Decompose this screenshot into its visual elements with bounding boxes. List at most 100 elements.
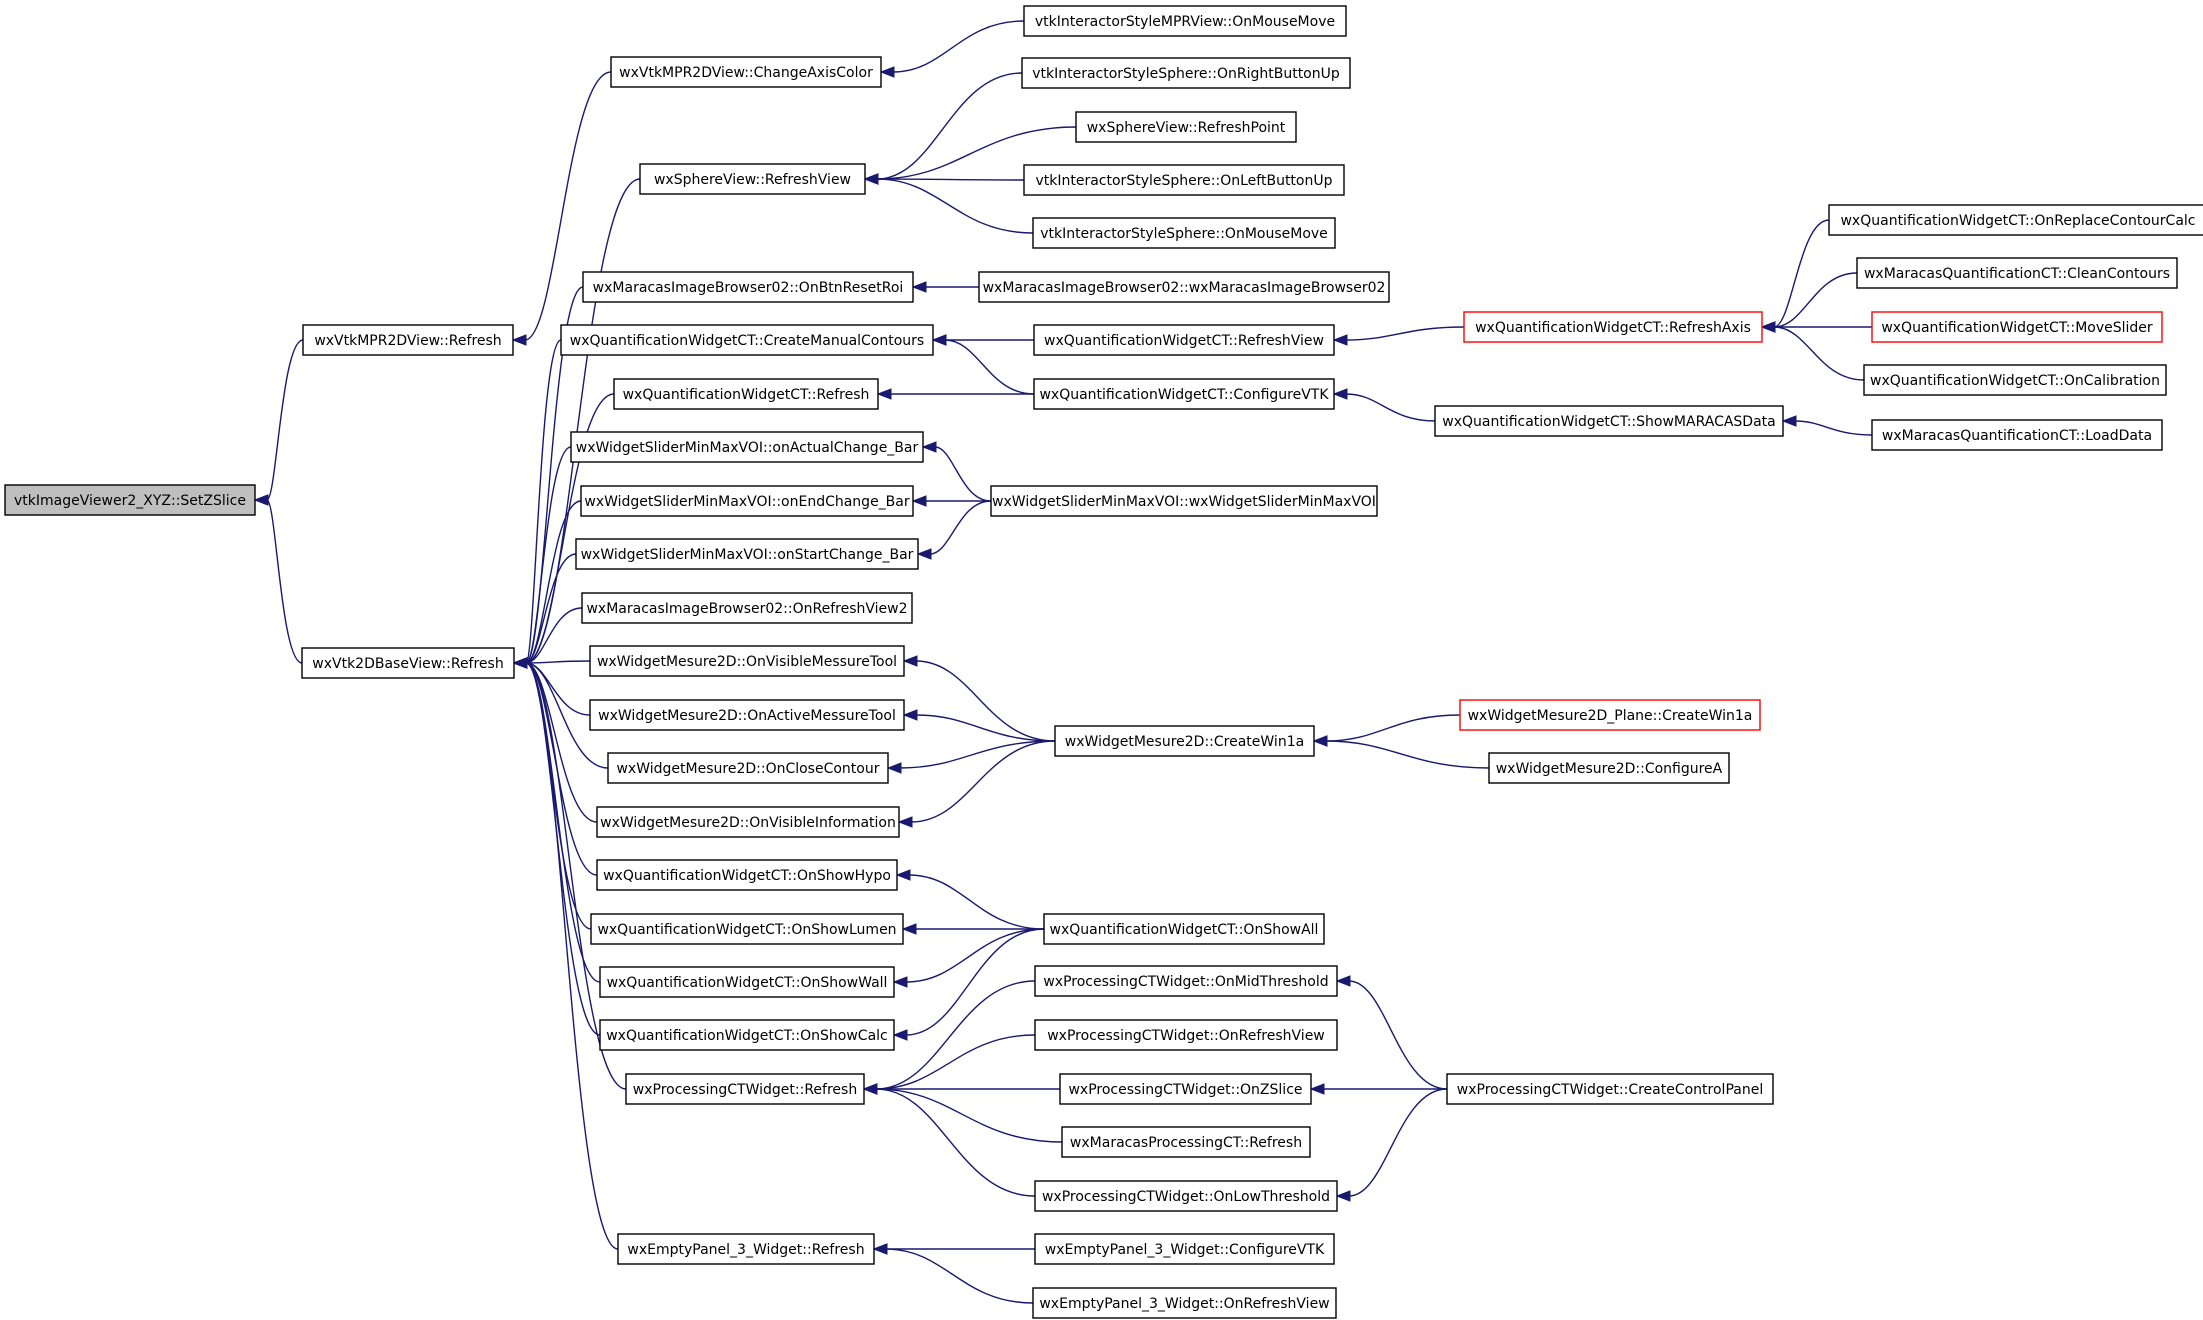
node-label: vtkInteractorStyleMPRView::OnMouseMove bbox=[1035, 14, 1335, 30]
node-label: wxProcessingCTWidget::OnZSlice bbox=[1068, 1082, 1302, 1098]
function-node[interactable]: wxWidgetSliderMinMaxVOI::wxWidgetSliderM… bbox=[990, 485, 1378, 517]
node-box bbox=[1488, 752, 1730, 784]
function-node[interactable]: wxProcessingCTWidget::OnRefreshView bbox=[1034, 1019, 1338, 1051]
edge-arrowhead bbox=[886, 762, 902, 774]
function-node[interactable]: wxQuantificationWidgetCT::OnCalibration bbox=[1863, 364, 2167, 396]
function-node[interactable]: vtkInteractorStyleSphere::OnMouseMove bbox=[1032, 217, 1336, 249]
node-label: wxQuantificationWidgetCT::OnCalibration bbox=[1870, 373, 2160, 389]
node-box bbox=[639, 163, 866, 195]
edge-arrowhead bbox=[1312, 735, 1328, 747]
function-node[interactable]: vtkInteractorStyleMPRView::OnMouseMove bbox=[1023, 5, 1347, 37]
node-label: wxWidgetMesure2D::OnCloseContour bbox=[616, 761, 879, 777]
edge-n2-n38 bbox=[525, 662, 601, 983]
function-node[interactable]: wxQuantificationWidgetCT::OnShowCalc bbox=[599, 1019, 895, 1051]
node-box bbox=[1871, 419, 2163, 451]
function-node[interactable]: wxQuantificationWidgetCT::RefreshAxis bbox=[1463, 311, 1763, 343]
node-label: wxWidgetMesure2D::OnVisibleInformation bbox=[600, 815, 896, 831]
function-node[interactable]: wxProcessingCTWidget::OnLowThreshold bbox=[1034, 1180, 1338, 1212]
function-node[interactable]: wxProcessingCTWidget::Refresh bbox=[625, 1073, 865, 1105]
function-node[interactable]: wxWidgetSliderMinMaxVOI::onActualChange_… bbox=[570, 431, 924, 463]
function-node[interactable]: wxProcessingCTWidget::OnZSlice bbox=[1059, 1073, 1312, 1105]
edge-n2-n47 bbox=[525, 662, 619, 1250]
function-node[interactable]: wxProcessingCTWidget::OnMidThreshold bbox=[1034, 965, 1338, 997]
node-label: wxWidgetMesure2D::CreateWin1a bbox=[1065, 734, 1304, 750]
function-node[interactable]: wxEmptyPanel_3_Widget::ConfigureVTK bbox=[1034, 1233, 1335, 1265]
edge-arrowhead bbox=[1332, 334, 1348, 346]
function-node[interactable]: wxVtkMPR2DView::Refresh bbox=[302, 324, 514, 356]
function-node[interactable]: wxQuantificationWidgetCT::OnShowLumen bbox=[590, 913, 904, 945]
function-node[interactable]: wxQuantificationWidgetCT::ConfigureVTK bbox=[1033, 378, 1335, 410]
function-node[interactable]: wxMaracasQuantificationCT::LoadData bbox=[1871, 419, 2163, 451]
root-function-node: vtkImageViewer2_XYZ::SetZSlice bbox=[4, 484, 256, 516]
node-label: vtkInteractorStyleSphere::OnMouseMove bbox=[1040, 226, 1328, 242]
function-node[interactable]: wxMaracasImageBrowser02::OnRefreshView2 bbox=[581, 592, 913, 624]
function-node[interactable]: wxWidgetMesure2D::OnCloseContour bbox=[607, 752, 889, 784]
function-node[interactable]: wxSphereView::RefreshPoint bbox=[1075, 111, 1297, 143]
node-box bbox=[582, 271, 914, 303]
edge-n5-n6 bbox=[876, 72, 1023, 180]
function-node[interactable]: wxVtkMPR2DView::ChangeAxisColor bbox=[610, 56, 882, 88]
function-node[interactable]: wxProcessingCTWidget::CreateControlPanel bbox=[1446, 1073, 1774, 1105]
edge-arrowhead bbox=[911, 495, 927, 507]
function-node[interactable]: wxWidgetMesure2D::ConfigureA bbox=[1488, 752, 1730, 784]
function-node[interactable]: wxEmptyPanel_3_Widget::Refresh bbox=[617, 1233, 875, 1265]
function-node[interactable]: wxWidgetMesure2D::OnVisibleMessureTool bbox=[589, 645, 905, 677]
function-node[interactable]: wxMaracasImageBrowser02::wxMaracasImageB… bbox=[978, 271, 1390, 303]
function-node[interactable]: wxQuantificationWidgetCT::MoveSlider bbox=[1871, 311, 2163, 343]
function-node[interactable]: wxSphereView::RefreshView bbox=[639, 163, 866, 195]
function-node[interactable]: wxEmptyPanel_3_Widget::OnRefreshView bbox=[1032, 1287, 1337, 1319]
edge-n39-n44 bbox=[1348, 980, 1448, 1090]
edge-n5-n9 bbox=[876, 178, 1034, 234]
function-node[interactable]: wxQuantificationWidgetCT::OnReplaceConto… bbox=[1828, 204, 2203, 236]
function-node[interactable]: wxQuantificationWidgetCT::CreateManualCo… bbox=[560, 324, 934, 356]
edge-n42-n41 bbox=[875, 1034, 1036, 1090]
edge-arrowhead bbox=[911, 281, 927, 293]
edge-n14-n15 bbox=[1773, 219, 1830, 328]
function-node[interactable]: wxWidgetMesure2D_Plane::CreateWin1a bbox=[1459, 699, 1761, 731]
function-node[interactable]: wxMaracasProcessingCT::Refresh bbox=[1061, 1126, 1311, 1158]
function-node[interactable]: wxWidgetSliderMinMaxVOI::onEndChange_Bar bbox=[580, 485, 914, 517]
function-node[interactable]: wxWidgetMesure2D::CreateWin1a bbox=[1054, 725, 1315, 757]
function-node[interactable]: wxWidgetSliderMinMaxVOI::onStartChange_B… bbox=[575, 538, 919, 570]
edge-arrowhead bbox=[511, 334, 527, 346]
node-label: wxWidgetSliderMinMaxVOI::onEndChange_Bar bbox=[584, 494, 909, 510]
node-label: wxQuantificationWidgetCT::OnShowAll bbox=[1050, 922, 1319, 938]
edge-arrowhead bbox=[901, 923, 917, 935]
node-box bbox=[590, 913, 904, 945]
edge-arrowhead bbox=[1309, 1083, 1325, 1095]
function-node[interactable]: vtkInteractorStyleSphere::OnRightButtonU… bbox=[1021, 57, 1351, 89]
function-node[interactable]: wxMaracasImageBrowser02::OnBtnResetRoi bbox=[582, 271, 914, 303]
function-node[interactable]: wxQuantificationWidgetCT::RefreshView bbox=[1033, 324, 1335, 356]
function-node[interactable]: wxVtk2DBaseView::Refresh bbox=[301, 647, 515, 679]
node-label: wxQuantificationWidgetCT::RefreshView bbox=[1044, 333, 1324, 349]
node-box bbox=[1856, 257, 2178, 289]
function-node[interactable]: wxWidgetMesure2D::OnVisibleInformation bbox=[596, 806, 900, 838]
node-box bbox=[1032, 217, 1336, 249]
node-label: wxWidgetMesure2D::ConfigureA bbox=[1496, 761, 1723, 777]
node-box bbox=[1034, 1019, 1338, 1051]
node-box bbox=[1021, 57, 1351, 89]
node-box bbox=[610, 56, 882, 88]
node-box bbox=[607, 752, 889, 784]
function-node[interactable]: wxWidgetMesure2D::OnActiveMessureTool bbox=[589, 699, 905, 731]
function-node[interactable]: wxQuantificationWidgetCT::ShowMARACASDat… bbox=[1434, 405, 1784, 437]
function-node[interactable]: wxQuantificationWidgetCT::OnShowHypo bbox=[596, 859, 898, 891]
function-node[interactable]: wxQuantificationWidgetCT::Refresh bbox=[613, 378, 879, 410]
edge-n40-n37 bbox=[905, 928, 1045, 1036]
function-node[interactable]: wxQuantificationWidgetCT::OnShowWall bbox=[599, 966, 895, 998]
node-box bbox=[1023, 5, 1347, 37]
edge-arrowhead bbox=[879, 66, 895, 78]
function-node[interactable]: wxQuantificationWidgetCT::OnShowAll bbox=[1043, 913, 1325, 945]
function-node[interactable]: vtkInteractorStyleSphere::OnLeftButtonUp bbox=[1023, 164, 1345, 196]
node-label: wxQuantificationWidgetCT::CreateManualCo… bbox=[570, 333, 924, 349]
edge-n26-n25 bbox=[929, 500, 992, 555]
edge-n35-n37 bbox=[908, 874, 1045, 930]
node-label: wxQuantificationWidgetCT::OnShowLumen bbox=[597, 922, 896, 938]
edge-n12-n20 bbox=[944, 339, 1035, 395]
node-label: wxWidgetSliderMinMaxVOI::onStartChange_B… bbox=[581, 547, 914, 563]
edge-arrowhead bbox=[892, 1029, 908, 1041]
node-box bbox=[1059, 1073, 1312, 1105]
function-node[interactable]: wxMaracasQuantificationCT::CleanContours bbox=[1856, 257, 2178, 289]
node-label: wxProcessingCTWidget::OnRefreshView bbox=[1047, 1028, 1325, 1044]
